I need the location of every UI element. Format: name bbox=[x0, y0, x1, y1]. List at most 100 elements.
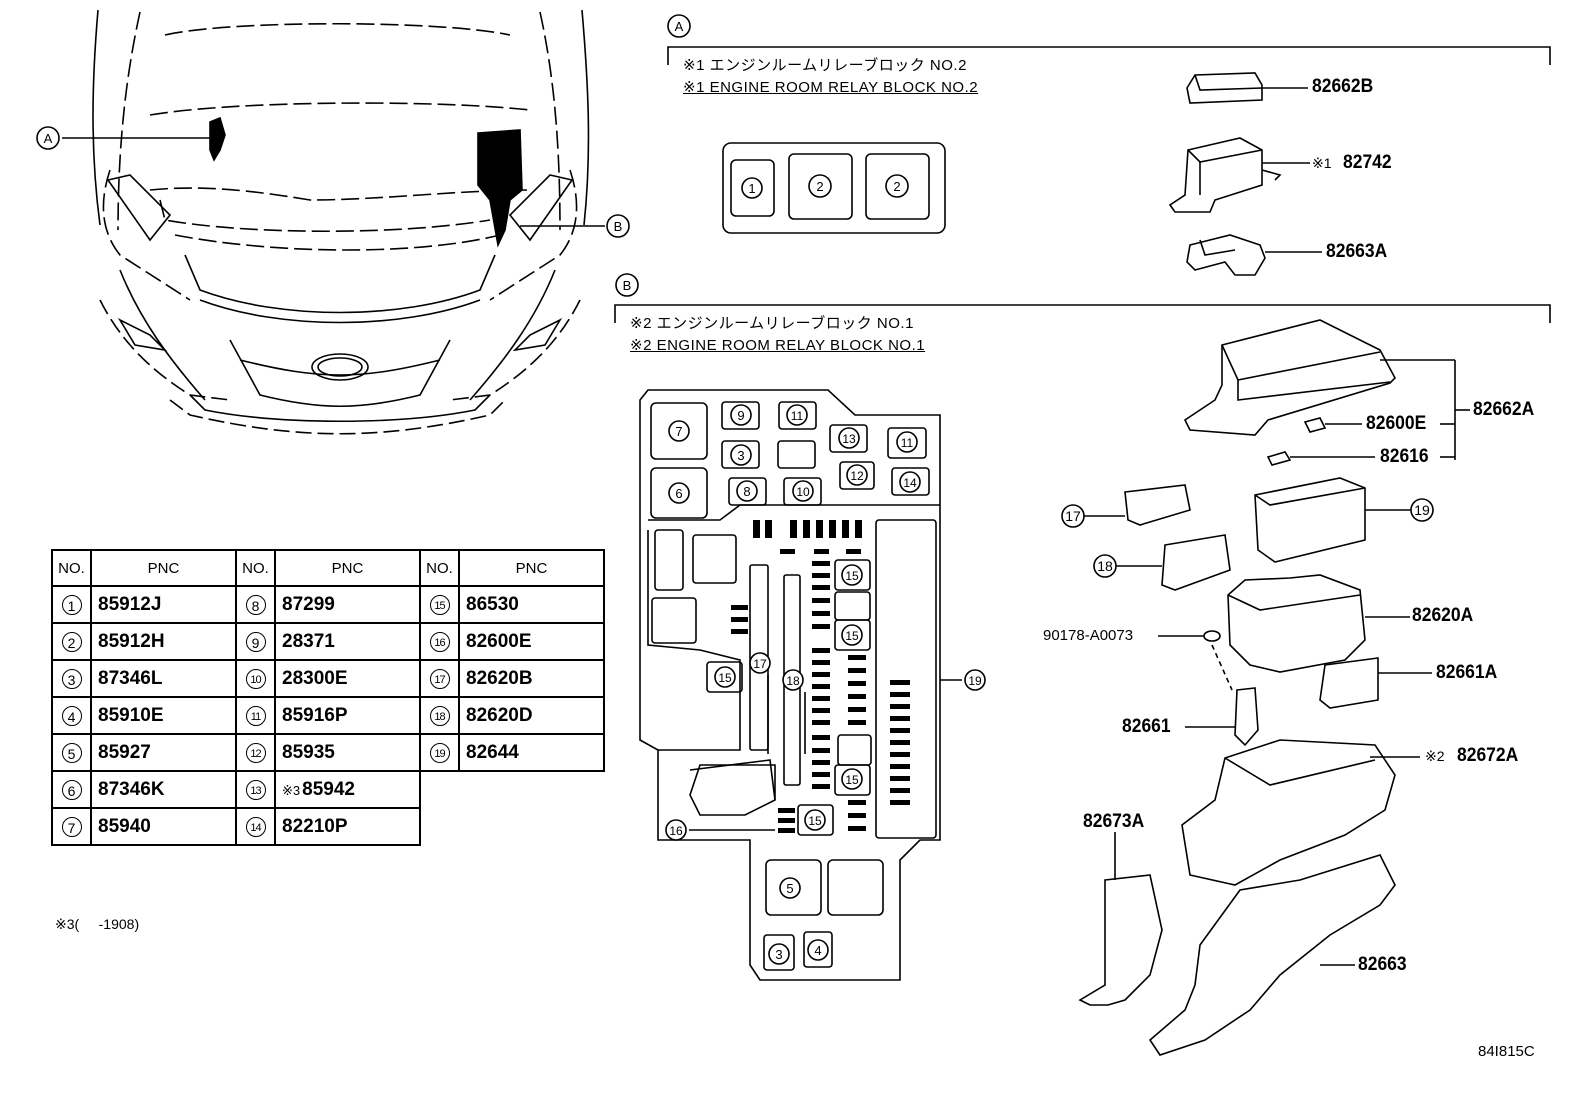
pnc-value: 85935 bbox=[282, 741, 335, 763]
table-cell-no: 12 bbox=[235, 733, 276, 772]
number-circle: 10 bbox=[245, 668, 266, 689]
table-cell-no: 16 bbox=[419, 622, 460, 661]
table-cell-no: 11 bbox=[235, 696, 276, 735]
table-cell-pnc: 85910E bbox=[90, 696, 237, 735]
svg-text:5: 5 bbox=[786, 881, 793, 896]
table-cell-pnc: 85927 bbox=[90, 733, 237, 772]
table-cell-no: 15 bbox=[419, 585, 460, 624]
part-number-82672a: 82672A bbox=[1457, 745, 1519, 766]
relay-slot-label: 19 bbox=[964, 669, 986, 691]
pnc-mark: ※3 bbox=[282, 782, 301, 798]
svg-text:11: 11 bbox=[901, 436, 914, 450]
pnc-value: 82644 bbox=[466, 741, 519, 763]
pnc-value: 86530 bbox=[466, 593, 519, 615]
header-no: NO. bbox=[235, 549, 276, 587]
pnc-value: 85927 bbox=[98, 741, 151, 763]
number-circle: 13 bbox=[245, 779, 266, 800]
part-number-82600e: 82600E bbox=[1366, 413, 1427, 434]
svg-text:15: 15 bbox=[845, 569, 859, 583]
part-number-82661: 82661 bbox=[1122, 716, 1171, 737]
relay-slot-label: 12 bbox=[846, 464, 868, 486]
svg-text:8: 8 bbox=[743, 484, 750, 499]
svg-text:15: 15 bbox=[808, 814, 822, 828]
callout-b-car: B bbox=[606, 214, 630, 238]
table-row: 7 85940 14 82210P bbox=[51, 807, 604, 846]
number-circle: 4 bbox=[61, 705, 82, 726]
table-cell-no: 3 bbox=[51, 659, 92, 698]
pnc-value: 85942 bbox=[302, 778, 355, 800]
table-cell-no: 4 bbox=[51, 696, 92, 735]
table-cell-no: 7 bbox=[51, 807, 92, 846]
relay-slot-label: 13 bbox=[838, 427, 860, 449]
relay-slot-label: 7 bbox=[668, 420, 690, 442]
svg-text:B: B bbox=[614, 219, 623, 234]
table-cell-pnc: 82644 bbox=[458, 733, 605, 772]
relay-block-no2-layout: 1 2 2 bbox=[722, 142, 946, 234]
svg-text:19: 19 bbox=[968, 674, 982, 688]
diagram-code: 84I815C bbox=[1478, 1043, 1535, 1060]
svg-text:1: 1 bbox=[748, 181, 755, 196]
part-82661-illustration bbox=[1185, 687, 1259, 747]
relay-18-illustration bbox=[1093, 534, 1231, 591]
table-cell-no: 1 bbox=[51, 585, 92, 624]
relay-slot-label: 11 bbox=[896, 431, 918, 453]
svg-text:6: 6 bbox=[675, 486, 682, 501]
number-circle: 7 bbox=[61, 816, 82, 837]
svg-text:17: 17 bbox=[753, 657, 767, 671]
table-cell-pnc: 85940 bbox=[90, 807, 237, 846]
relay-slot-label: 18 bbox=[782, 669, 804, 691]
relay-slot-label: 3 bbox=[768, 943, 790, 965]
table-empty-cell bbox=[420, 808, 604, 845]
svg-text:12: 12 bbox=[850, 469, 864, 483]
pnc-value: 85910E bbox=[98, 704, 164, 726]
table-empty-cell bbox=[420, 771, 604, 808]
relay-19-illustration bbox=[1254, 477, 1434, 563]
nut-90178-illustration bbox=[1158, 630, 1233, 691]
pnc-value: 87299 bbox=[282, 593, 335, 615]
section-a-note-jp: ※1 エンジンルームリレーブロック NO.2 bbox=[683, 57, 967, 74]
header-pnc: PNC bbox=[458, 549, 605, 587]
number-circle: 12 bbox=[245, 742, 266, 763]
pnc-value: 82210P bbox=[282, 815, 348, 837]
pnc-value: 87346L bbox=[98, 667, 163, 689]
part-82672a-mark: ※2 bbox=[1425, 748, 1445, 764]
svg-text:3: 3 bbox=[775, 947, 782, 962]
cover-82662b-illustration bbox=[1186, 72, 1308, 104]
pnc-value: 87346K bbox=[98, 778, 165, 800]
footnote: ※3( -1908) bbox=[55, 917, 139, 931]
relay-slot-label: 15 bbox=[841, 768, 863, 790]
table-cell-pnc: 82620D bbox=[458, 696, 605, 735]
section-a-marker: A bbox=[667, 14, 1551, 65]
relay-17-illustration bbox=[1061, 484, 1191, 528]
svg-text:2: 2 bbox=[816, 179, 823, 194]
table-cell-no: 8 bbox=[235, 585, 276, 624]
header-pnc: PNC bbox=[274, 549, 421, 587]
number-circle: 2 bbox=[61, 631, 82, 652]
part-number-90178: 90178-A0073 bbox=[1043, 627, 1134, 644]
pnc-value: 85916P bbox=[282, 704, 348, 726]
relay-slot-label: 5 bbox=[779, 877, 801, 899]
relay-slot-label: 6 bbox=[668, 482, 690, 504]
relay-slot-label: 14 bbox=[899, 471, 921, 493]
svg-text:18: 18 bbox=[786, 674, 800, 688]
table-cell-pnc: 82600E bbox=[458, 622, 605, 661]
number-circle: 14 bbox=[245, 816, 266, 837]
pnc-value: 85940 bbox=[98, 815, 151, 837]
callout-19: 19 bbox=[1414, 502, 1430, 518]
number-circle: 6 bbox=[61, 779, 82, 800]
footnote-mark: ※3 bbox=[55, 916, 75, 932]
pnc-value: 82620B bbox=[466, 667, 533, 689]
pnc-value: 82600E bbox=[466, 630, 532, 652]
pnc-value: 28300E bbox=[282, 667, 348, 689]
relay-slot-label: 16 bbox=[665, 819, 687, 841]
table-cell-pnc: 87346L bbox=[90, 659, 237, 698]
pnc-value: 85912J bbox=[98, 593, 162, 615]
svg-text:15: 15 bbox=[845, 629, 859, 643]
section-b-note-jp: ※2 エンジンルームリレーブロック NO.1 bbox=[630, 315, 914, 332]
